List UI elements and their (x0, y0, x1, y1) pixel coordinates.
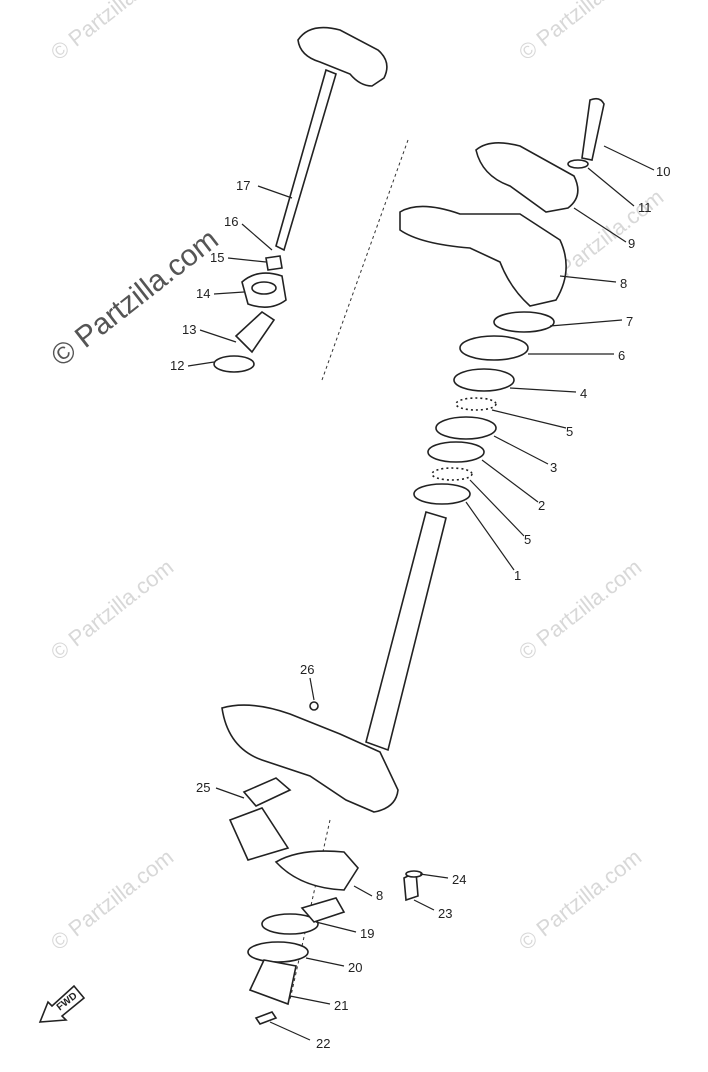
leader-5-upper (491, 409, 567, 429)
part-label-15[interactable]: 15 (210, 250, 224, 265)
part-label-1[interactable]: 1 (514, 568, 521, 583)
part-label-9[interactable]: 9 (628, 236, 635, 251)
leader-13 (199, 329, 237, 343)
part-label-14[interactable]: 14 (196, 286, 210, 301)
leader-26 (309, 677, 315, 701)
washer-part-20 (247, 941, 309, 963)
handle-stem-assembly (213, 26, 388, 373)
part-label-2[interactable]: 2 (538, 498, 545, 513)
leader-9 (573, 207, 627, 243)
part-labels: 10 11 9 8 7 6 4 5 3 2 5 1 17 16 15 14 13… (170, 164, 670, 1051)
leader-8-lower (353, 885, 373, 897)
race-part-3 (435, 416, 497, 440)
part-label-26[interactable]: 26 (300, 662, 314, 677)
part-label-24[interactable]: 24 (452, 872, 466, 887)
washer-part-12 (213, 355, 255, 373)
grease-nipple-part-26 (309, 701, 319, 711)
balls-part-5-lower (431, 467, 473, 481)
part-label-11[interactable]: 11 (638, 200, 652, 215)
tab-part-19 (300, 897, 346, 923)
leader-21 (289, 995, 331, 1005)
stem-bolt-part-17 (275, 68, 337, 252)
leader-11 (587, 167, 635, 207)
stopper-part-25 (242, 777, 292, 807)
arm-part-25 (228, 807, 290, 861)
leader-20 (305, 957, 345, 967)
part-label-4[interactable]: 4 (580, 386, 587, 401)
part-label-17[interactable]: 17 (236, 178, 250, 193)
part-label-5-upper[interactable]: 5 (566, 424, 573, 439)
balls-part-5-upper (455, 397, 497, 411)
upper-bracket-part-8 (399, 205, 567, 307)
lower-plate-part-8 (274, 850, 359, 891)
leader-24 (419, 873, 449, 879)
steering-shaft-assembly (221, 510, 447, 1025)
part-label-6[interactable]: 6 (618, 348, 625, 363)
part-label-10[interactable]: 10 (656, 164, 670, 179)
part-label-16[interactable]: 16 (224, 214, 238, 229)
part-label-3[interactable]: 3 (550, 460, 557, 475)
cover-part-6 (459, 335, 529, 361)
part-label-13[interactable]: 13 (182, 322, 196, 337)
steering-shaft (365, 510, 447, 752)
leader-5-lower (469, 479, 525, 537)
part-label-8-lower[interactable]: 8 (376, 888, 383, 903)
leader-22 (269, 1021, 311, 1041)
leader-4 (509, 387, 577, 393)
leader-1 (465, 501, 515, 571)
upper-crown-assembly (399, 97, 605, 505)
pin-part-22 (254, 1011, 278, 1025)
part-label-7[interactable]: 7 (626, 314, 633, 329)
nut-part-7 (493, 311, 555, 333)
lower-bracket-part (221, 704, 399, 813)
leader-12 (187, 361, 215, 367)
leader-2 (481, 459, 539, 503)
leader-10 (603, 145, 655, 171)
leader-15 (227, 257, 267, 263)
handle-holder-part-9 (475, 142, 579, 213)
leader-lines (187, 145, 655, 1041)
part-label-22[interactable]: 22 (316, 1036, 330, 1051)
part-label-19[interactable]: 19 (360, 926, 374, 941)
part-label-25[interactable]: 25 (196, 780, 210, 795)
seal-part-1 (413, 483, 471, 505)
leader-14 (213, 291, 245, 295)
leader-19 (315, 921, 357, 933)
leader-8-upper (559, 275, 617, 283)
washer-part-24 (405, 870, 423, 878)
handle-crown-part (297, 26, 388, 87)
race-part-4 (453, 368, 515, 392)
part-label-8-upper[interactable]: 8 (620, 276, 627, 291)
part-label-12[interactable]: 12 (170, 358, 184, 373)
nut-part-15 (265, 255, 283, 271)
part-label-5-lower[interactable]: 5 (524, 532, 531, 547)
part-label-21[interactable]: 21 (334, 998, 348, 1013)
bolt-part-10 (581, 97, 605, 161)
sleeve-part-21 (248, 959, 297, 1006)
leader-25 (215, 787, 245, 799)
leader-23 (413, 899, 435, 911)
race-part-2 (427, 441, 485, 463)
part-label-23[interactable]: 23 (438, 906, 452, 921)
bracket-part-13 (234, 310, 276, 354)
leader-3 (493, 435, 549, 465)
assembly-axis-upper (321, 139, 409, 381)
washer-part-11 (567, 159, 589, 169)
leader-17 (257, 185, 293, 199)
collar-hole (251, 281, 277, 295)
part-label-20[interactable]: 20 (348, 960, 362, 975)
leader-16 (241, 223, 273, 251)
forward-arrow-icon: FWD (38, 984, 86, 1023)
leader-7 (549, 319, 623, 327)
plate-part-19 (261, 913, 319, 935)
